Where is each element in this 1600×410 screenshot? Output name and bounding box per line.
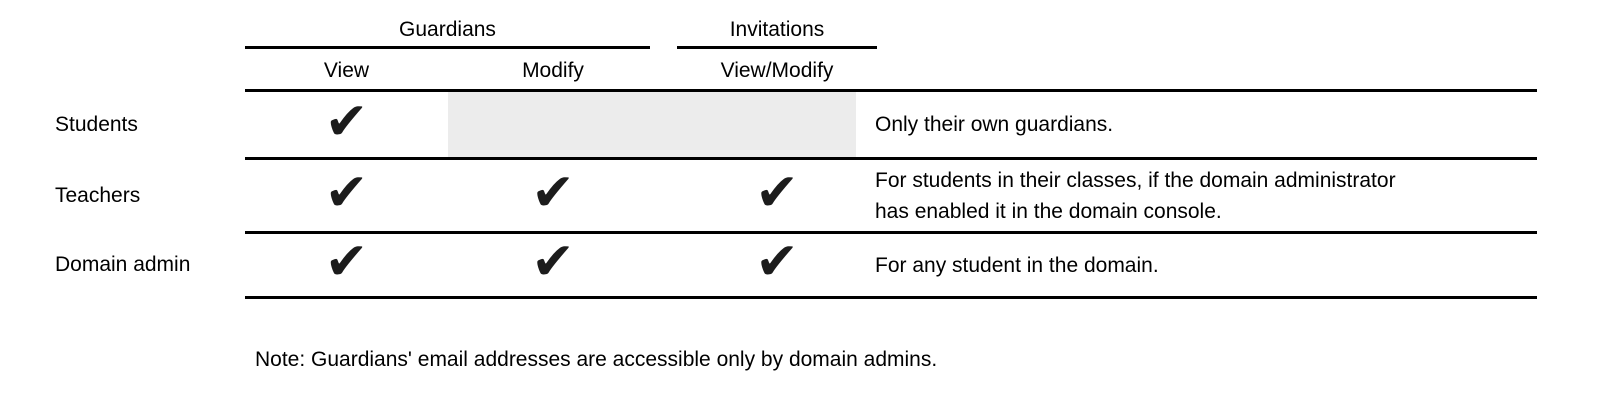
note-line: For any student in the domain.: [875, 253, 1159, 277]
note-line: Only their own guardians.: [875, 113, 1114, 136]
row-rule-1: [245, 157, 1537, 160]
row-label-domain-admin: Domain admin: [55, 253, 191, 276]
cell-teachers-view-modify: ✔: [677, 160, 877, 231]
column-group-guardians: Guardians: [399, 18, 496, 41]
invitations-underline: [677, 46, 877, 49]
disabled-cells-region: [448, 92, 856, 157]
checkmark-icon: ✔: [324, 232, 369, 292]
row-label-teachers: Teachers: [55, 183, 141, 207]
checkmark-icon: ✔: [324, 91, 369, 152]
cell-domain-admin-modify: ✔: [448, 234, 658, 296]
checkmark-icon: ✔: [755, 162, 799, 223]
cell-teachers-view: ✔: [245, 160, 448, 231]
cell-teachers-modify: ✔: [448, 160, 658, 231]
checkmark-icon: ✔: [531, 162, 575, 223]
cell-students-view: ✔: [245, 92, 448, 157]
checkmark-icon: ✔: [531, 232, 575, 292]
guardians-underline: [245, 46, 650, 49]
column-header-view-modify: View/Modify: [720, 59, 834, 82]
row-note-students: Only their own guardians.: [875, 92, 1113, 157]
column-header-view: View: [323, 59, 370, 82]
column-header-modify: Modify: [522, 59, 584, 82]
row-rule-3: [245, 296, 1537, 299]
header-bottom-rule: [245, 89, 1537, 92]
note-line: For students in their classes, if the do…: [875, 168, 1396, 192]
row-note-teachers: For students in their classes, if the do…: [875, 160, 1396, 231]
note-line: has enabled it in the domain console.: [875, 199, 1222, 223]
row-rule-2: [245, 231, 1537, 234]
footnote: Note: Guardians' email addresses are acc…: [255, 348, 938, 371]
cell-domain-admin-view-modify: ✔: [677, 234, 877, 296]
row-note-domain-admin: For any student in the domain.: [875, 234, 1159, 296]
column-group-invitations: Invitations: [729, 18, 825, 41]
cell-domain-admin-view: ✔: [245, 234, 448, 296]
checkmark-icon: ✔: [755, 232, 799, 292]
row-label-students: Students: [55, 112, 138, 136]
checkmark-icon: ✔: [324, 162, 369, 223]
